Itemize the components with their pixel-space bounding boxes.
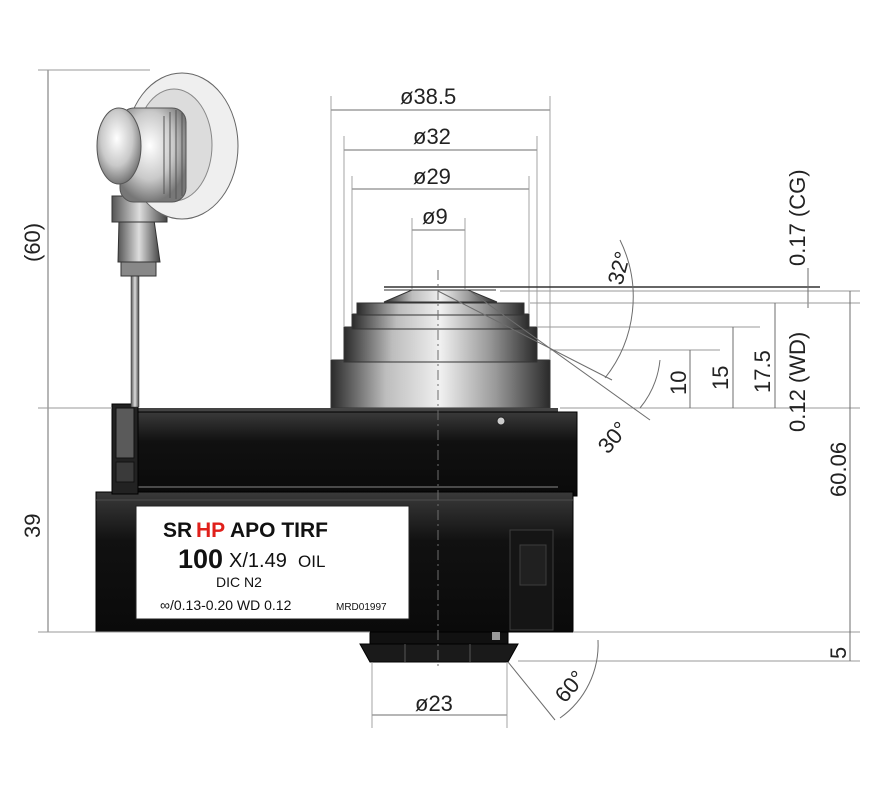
dim-h60: (60) [20, 223, 45, 262]
dim-cg: 0.17 (CG) [785, 169, 810, 266]
dim-d38-5: ø38.5 [400, 84, 456, 109]
dim-d32: ø32 [413, 124, 451, 149]
label-oil: OIL [298, 552, 325, 571]
body-collar [137, 408, 578, 497]
correction-arm [96, 72, 239, 495]
label-plate [135, 505, 410, 620]
label-dic: DIC N2 [216, 574, 262, 590]
dim-angle-32: 32° [603, 249, 636, 288]
dim-d29: ø29 [413, 164, 451, 189]
label-na: X/1.49 [229, 550, 287, 572]
dim-wd: 0.12 (WD) [785, 332, 810, 432]
label-apo-tirf: APO TIRF [230, 519, 328, 542]
dim-h5: 5 [826, 647, 851, 659]
dim-h10: 10 [666, 371, 691, 395]
upper-barrel [330, 289, 551, 409]
dim-h15: 15 [708, 366, 733, 390]
label-hp: HP [196, 519, 225, 542]
dim-h17-5: 17.5 [750, 350, 775, 393]
label-magnification: 100 [178, 544, 223, 574]
label-sr: SR [163, 519, 192, 542]
dim-angle-60: 60° [550, 666, 591, 708]
dim-d23: ø23 [415, 691, 453, 716]
dimension-lines [38, 69, 860, 728]
label-code: MRD01997 [336, 602, 387, 613]
bottom-mount [359, 631, 519, 663]
dim-angle-30: 30° [593, 417, 634, 459]
dim-h60-06: 60.06 [826, 442, 851, 497]
dim-d9: ø9 [422, 204, 448, 229]
dim-h39: 39 [20, 514, 45, 538]
label-spec: ∞/0.13-0.20 WD 0.12 [160, 597, 292, 613]
